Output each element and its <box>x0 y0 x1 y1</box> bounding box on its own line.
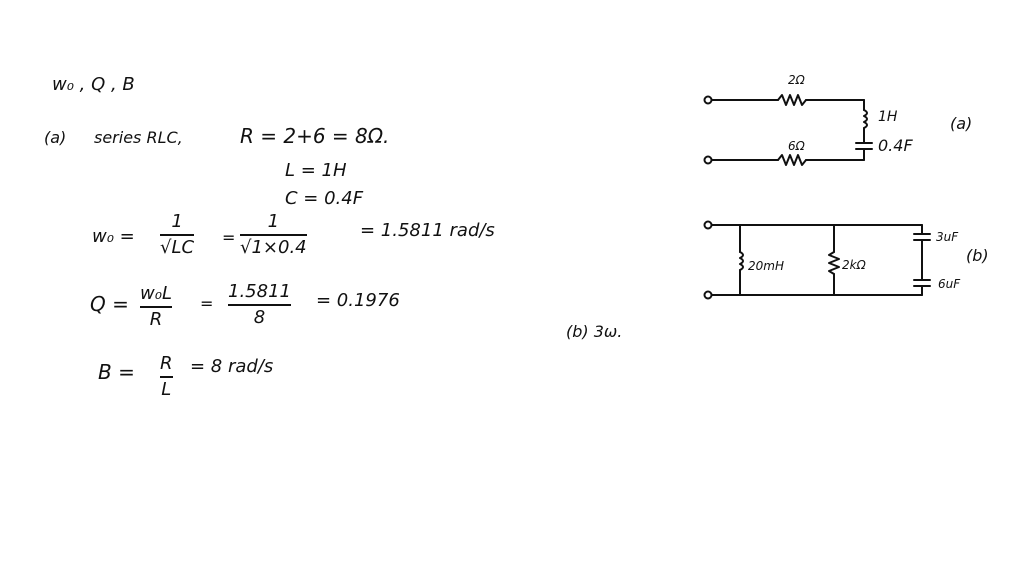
fraction-bar <box>160 375 173 378</box>
resistor-2ohm <box>777 94 807 106</box>
w0-f1-numerator: 1 <box>171 211 183 232</box>
label-cap-3uf: 3uF <box>936 230 959 244</box>
q-equals: = <box>200 294 214 313</box>
resistance-equation: R = 2+6 = 8Ω. <box>240 124 390 148</box>
w0-f2-numerator: 1 <box>267 211 280 232</box>
q-f1-denominator: R <box>149 308 163 330</box>
terminal-b-bottom <box>703 290 713 300</box>
inductance-equation: L = 1H <box>285 160 347 181</box>
q-lhs: Q = <box>90 292 129 316</box>
terminal-a-bottom <box>703 155 713 165</box>
circuit-a <box>703 94 873 166</box>
capacitance-equation: C = 0.4F <box>285 188 364 209</box>
fraction-bar <box>140 305 172 308</box>
circuit-a-tag: (a) <box>950 114 973 133</box>
header-variables: w₀ , Q , B <box>52 74 135 95</box>
label-r-top: 2Ω <box>788 73 805 87</box>
fraction-bar <box>240 233 307 236</box>
b-result: = 8 rad/s <box>190 356 274 377</box>
resistor-6ohm <box>777 154 807 166</box>
b-fraction: R L <box>160 354 173 400</box>
circuit-b <box>703 220 931 300</box>
w0-result: = 1.5811 rad/s <box>360 220 495 241</box>
label-cap-6uf: 6uF <box>938 277 961 291</box>
part-a-label: (a) <box>44 128 67 147</box>
q-f2-numerator: 1.5811 <box>228 281 291 302</box>
w0-fraction-2: 1 √1×0.4 <box>240 212 307 258</box>
circuit-b-tag: (b) <box>966 246 989 265</box>
b-numerator: R <box>160 353 173 374</box>
terminal-a-top <box>703 95 713 105</box>
q-f2-denominator: 8 <box>253 306 266 328</box>
resistor-2kohm <box>828 251 840 275</box>
q-f1-numerator: w₀L <box>140 283 172 304</box>
label-capacitor-a: 0.4F <box>878 136 913 155</box>
b-lhs: B = <box>98 360 135 384</box>
w0-f1-denominator: √LC <box>160 236 195 258</box>
fraction-bar <box>160 233 195 236</box>
label-r-bottom: 6Ω <box>788 139 805 153</box>
series-rlc-text: series RLC, <box>94 128 183 147</box>
w0-f2-denominator: √1×0.4 <box>240 236 307 258</box>
terminal-b-top <box>703 220 713 230</box>
part-b-label: (b) 3ω. <box>566 322 623 341</box>
w0-lhs: w₀ = <box>92 226 135 247</box>
q-result: = 0.1976 <box>316 290 400 311</box>
fraction-bar <box>228 303 291 306</box>
w0-equals: = <box>222 228 236 247</box>
q-fraction-2: 1.5811 8 <box>228 282 291 328</box>
q-fraction-1: w₀L R <box>140 284 172 330</box>
label-inductor-b: 20mH <box>748 259 784 273</box>
inductor-1h <box>863 109 868 129</box>
label-resistor-b: 2kΩ <box>842 258 866 272</box>
inductor-20mh <box>739 251 744 271</box>
b-denominator: L <box>161 378 172 400</box>
label-inductor-a: 1H <box>878 109 898 125</box>
w0-fraction-1: 1 √LC <box>160 211 195 258</box>
